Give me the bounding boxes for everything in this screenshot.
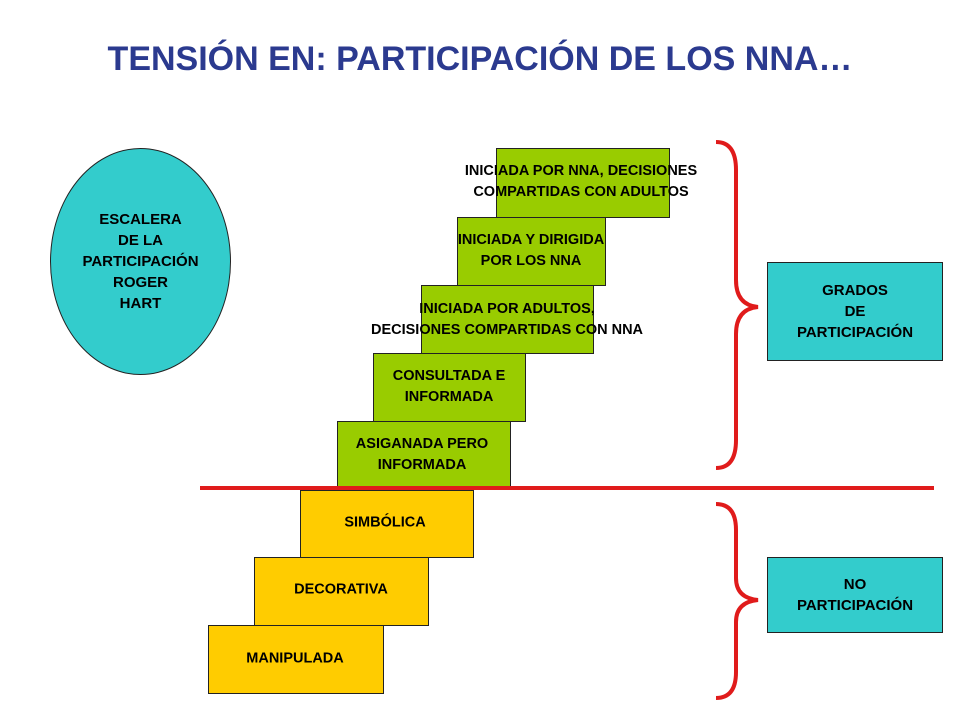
page-title: TENSIÓN EN: PARTICIPACIÓN DE LOS NNA…: [107, 40, 853, 78]
label-line: GRADOS: [822, 282, 888, 299]
step-label: DECORATIVA: [294, 581, 388, 598]
step-label: SIMBÓLICA: [344, 514, 426, 531]
no-participacion-box: NO PARTICIPACIÓN: [767, 557, 943, 633]
step-box: [254, 557, 429, 626]
grados-participacion-box: GRADOS DE PARTICIPACIÓN: [767, 262, 943, 361]
step-label: INICIADA POR ADULTOS,DECISIONES COMPARTI…: [370, 301, 644, 338]
ellipse-line: ROGER: [112, 274, 168, 291]
step-label: MANIPULADA: [246, 650, 344, 667]
ellipse-line: DE LA: [118, 232, 163, 249]
step-box: [373, 353, 526, 422]
step-box: [337, 421, 511, 489]
label-line: PARTICIPACIÓN: [796, 597, 914, 614]
brace-participation: [715, 140, 759, 470]
ellipse-line: ESCALERA: [99, 211, 182, 228]
brace-no-participation: [715, 502, 759, 700]
ellipse-line: PARTICIPACIÓN: [82, 253, 199, 270]
step-box: [496, 148, 670, 218]
step-box: [208, 625, 384, 694]
ellipse-line: HART: [119, 295, 162, 312]
label-line: PARTICIPACIÓN: [796, 324, 914, 341]
step-box: [421, 285, 594, 354]
ladder-ellipse: ESCALERA DE LA PARTICIPACIÓN ROGER HART: [50, 148, 231, 375]
label-line: DE: [844, 303, 866, 320]
label-line: NO: [843, 576, 867, 593]
step-box: [300, 490, 474, 558]
step-box: [457, 217, 606, 286]
